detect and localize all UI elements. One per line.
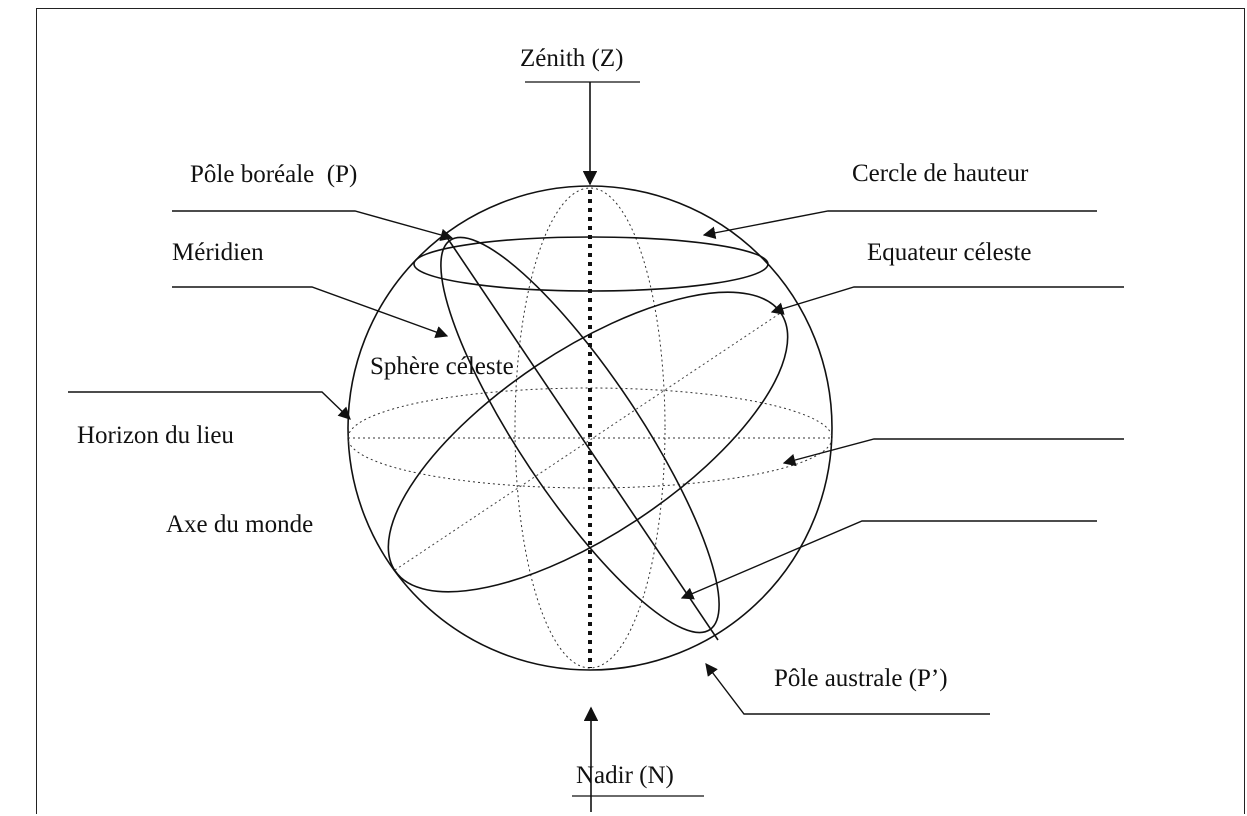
label-sphere-celeste: Sphère céleste	[370, 353, 514, 380]
diagram-frame	[36, 8, 1245, 814]
equateur-leader	[770, 286, 1124, 315]
horizon-ellipse	[347, 387, 833, 489]
label-zenith: Zénith (Z)	[520, 45, 623, 72]
celestial-sphere-outline	[347, 185, 833, 671]
label-pole-australe: Pôle australe (P’)	[774, 665, 948, 692]
cercle-hauteur-leader	[702, 210, 1097, 240]
pole-australe-leader	[705, 662, 990, 715]
label-meridien: Méridien	[172, 239, 264, 266]
world-axis	[445, 235, 719, 641]
label-equateur: Equateur céleste	[867, 239, 1032, 266]
label-axe-monde: Axe du monde	[166, 511, 313, 538]
label-pole-boreale: Pôle boréale (P)	[190, 161, 357, 188]
dotted-axis-line	[394, 309, 786, 571]
vertical-dotted-ellipse	[514, 187, 666, 669]
pole-boreale-leader	[172, 210, 454, 242]
label-horizon: Horizon du lieu	[77, 422, 234, 449]
horizon-leader	[68, 391, 351, 420]
unlabeled-leader-1	[782, 438, 1124, 467]
unlabeled-leader-2	[680, 520, 1097, 600]
meridien-leader	[172, 286, 449, 339]
label-nadir: Nadir (N)	[576, 762, 674, 789]
label-cercle-hauteur: Cercle de hauteur	[852, 160, 1029, 187]
